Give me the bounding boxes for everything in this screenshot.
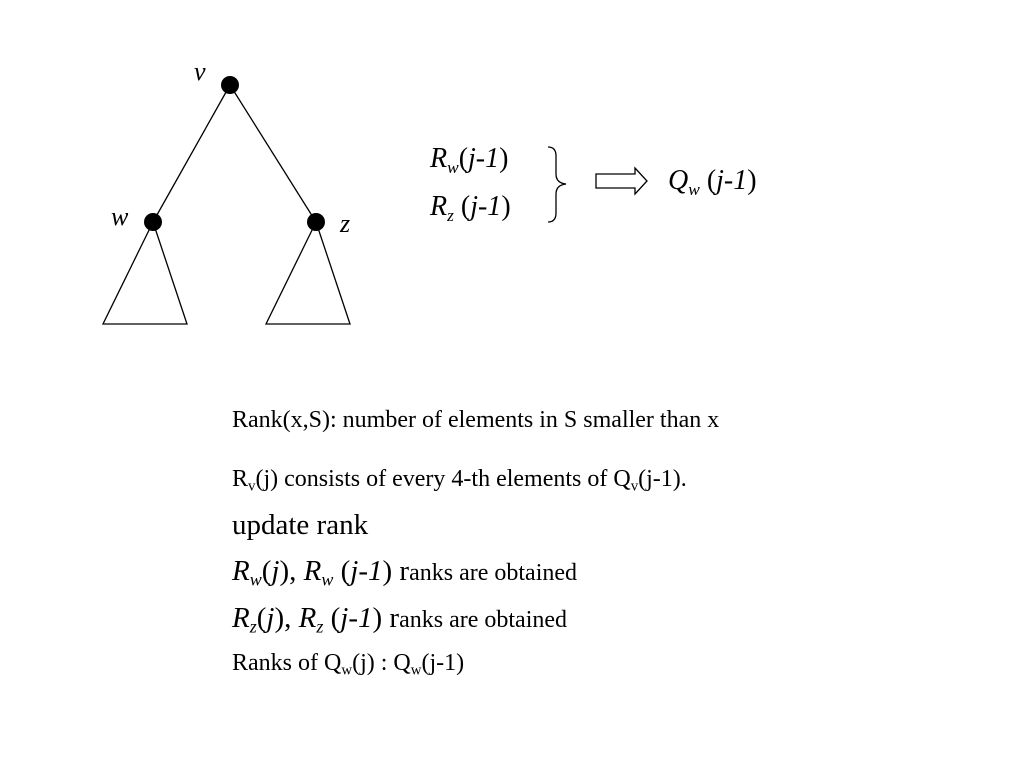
node-z (307, 213, 325, 231)
merge-arrow (595, 166, 648, 196)
update-rank-heading: update rank (232, 509, 369, 541)
node-v-label: v (194, 57, 206, 86)
node-z-label: z (340, 209, 351, 238)
node-w (144, 213, 162, 231)
rank-definition: Rank(x,S): number of elements in S small… (232, 407, 720, 433)
node-v (221, 76, 239, 94)
rz-ranks-line: Rz(j), Rz (j-1) ranks are obtained (232, 602, 568, 637)
edge-v-z (229, 84, 317, 223)
subtree-z (264, 220, 351, 325)
qw-ranks-line: Ranks of Qw(j) : Qw(j-1) (232, 650, 465, 679)
rv-description: Rv(j) consists of every 4-th elements of… (232, 466, 687, 495)
edge-v-w (152, 84, 231, 223)
merge-brace (547, 146, 567, 223)
node-w-label: w (111, 202, 129, 231)
merge-output-qw: Qw (j-1) (668, 165, 757, 200)
merge-input-rz: Rz (j-1) (430, 191, 511, 226)
subtree-w (101, 220, 188, 325)
rw-ranks-line: Rw(j), Rw (j-1) ranks are obtained (232, 555, 578, 590)
merge-input-rw: Rw(j-1) (430, 143, 509, 178)
